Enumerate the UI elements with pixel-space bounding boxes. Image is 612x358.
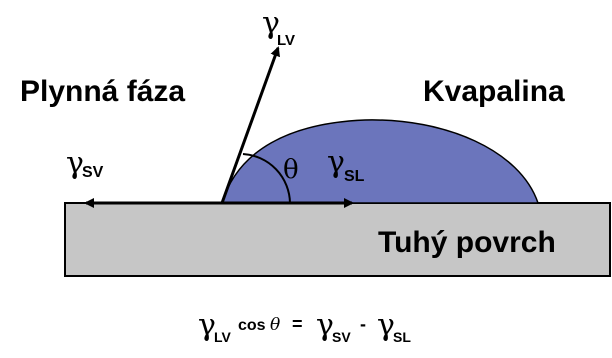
gamma-sl-symbol: γ (327, 145, 345, 180)
gamma-lv-subscript: LV (277, 32, 295, 49)
equation-theta: θ (270, 315, 280, 335)
equation-gamma-sl: γ (377, 308, 395, 343)
young-equation: γ LV cos θ = γ SV - γ SL (198, 308, 411, 345)
gamma-lv-symbol: γ (262, 6, 280, 41)
liquid-label: Kvapalina (423, 75, 565, 108)
solid-surface (64, 202, 611, 277)
gamma-sv-symbol: γ (66, 146, 84, 181)
equation-equals: = (292, 314, 303, 334)
theta-label: θ (283, 155, 299, 185)
gamma-sl-label: γ SL (327, 145, 365, 185)
gas-phase-label: Plynná fáza (20, 75, 185, 108)
equation-cos: cos (238, 317, 266, 334)
contact-angle-arc (242, 153, 291, 204)
gamma-sl-subscript: SL (344, 168, 365, 185)
equation-gamma-sv: γ (316, 308, 334, 343)
gamma-sv-subscript: SV (82, 164, 104, 181)
equation-minus: - (360, 314, 366, 334)
gamma-lv-arrow (220, 46, 280, 204)
equation-lv-subscript: LV (214, 329, 232, 345)
equation-sv-subscript: SV (332, 329, 351, 345)
liquid-droplet (220, 119, 540, 204)
equation-gamma-lv: γ (198, 308, 216, 343)
solid-surface-label: Tuhý povrch (378, 226, 556, 259)
equation-sl-subscript: SL (393, 329, 411, 345)
gamma-sv-label: γ SV (66, 146, 104, 181)
gamma-lv-label: γ LV (262, 6, 295, 49)
